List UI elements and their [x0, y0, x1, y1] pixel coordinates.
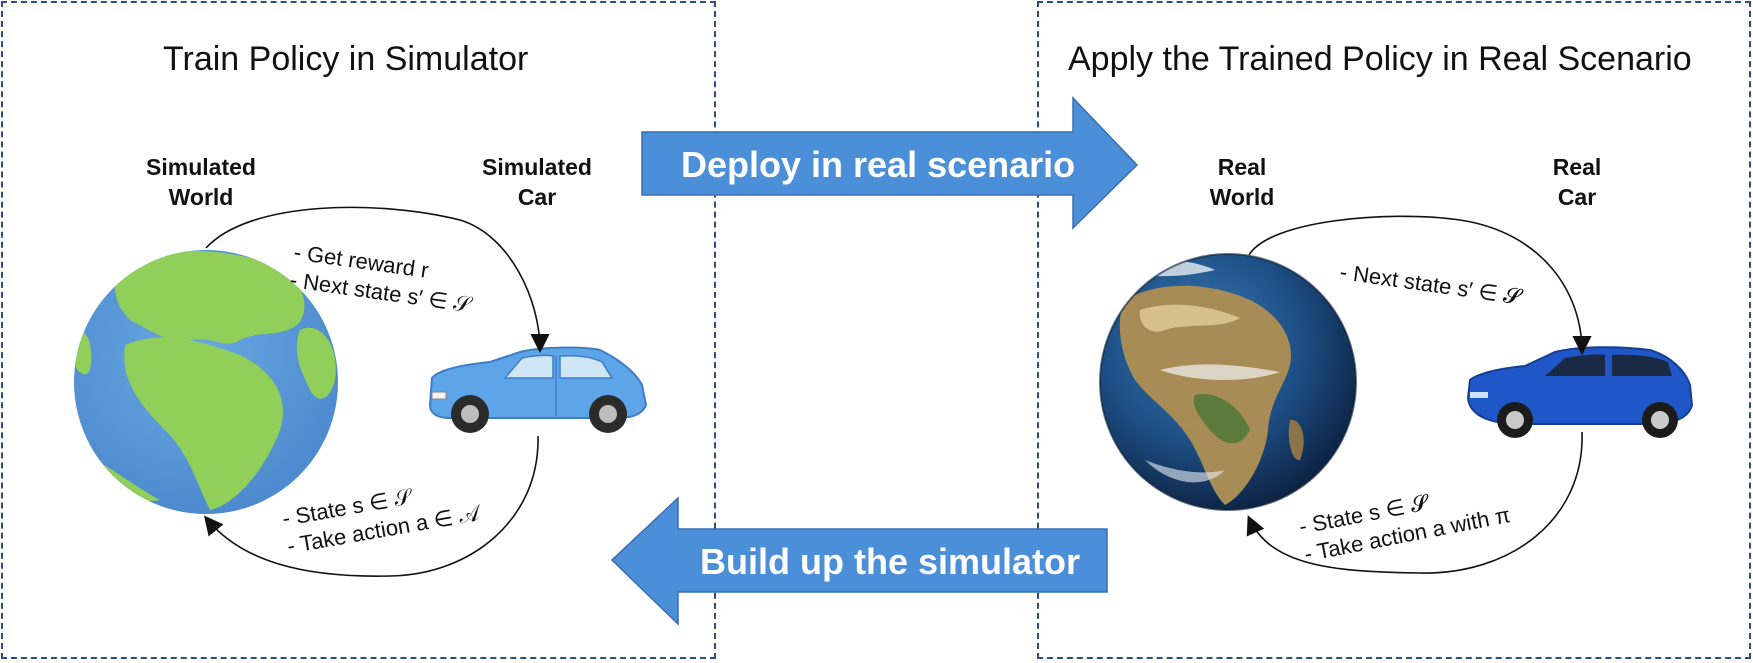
right-bottom-loop-arrow	[1246, 431, 1583, 574]
right-panel	[1037, 1, 1751, 659]
real-globe-icon	[1099, 253, 1357, 511]
left-panel	[1, 1, 716, 659]
real-world-label: Real World	[1209, 154, 1275, 210]
simulated-globe-icon	[74, 250, 338, 514]
real-car-icon	[1466, 346, 1694, 438]
left-panel-title: Train Policy in Simulator	[163, 40, 529, 78]
left-top-loop-arrow	[205, 206, 550, 354]
build-arrow-label: Build up the simulator	[700, 541, 1081, 582]
deploy-arrow	[641, 96, 1139, 230]
simulated-world-label: Simulated World	[146, 154, 256, 210]
real-car-label: Real Car	[1552, 154, 1602, 210]
right-panel-title: Apply the Trained Policy in Real Scenari…	[1068, 40, 1692, 78]
simulated-car-label: Simulated Car	[482, 154, 592, 210]
simulated-car-icon	[428, 346, 648, 433]
right-top-loop-arrow	[1248, 215, 1592, 356]
build-arrow	[610, 496, 1108, 626]
deploy-arrow-label: Deploy in real scenario	[681, 144, 1076, 185]
left-bottom-loop-arrow	[203, 435, 539, 577]
